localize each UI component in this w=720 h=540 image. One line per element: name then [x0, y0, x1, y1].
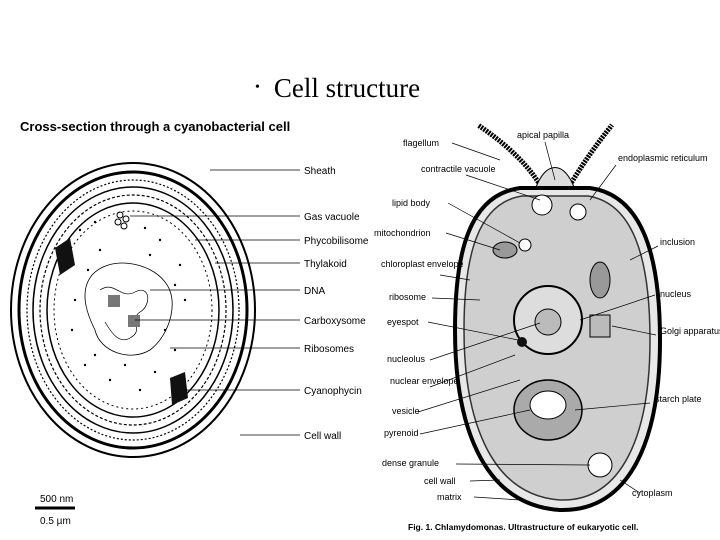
label-golgi-apparatus: Golgi apparatus: [660, 326, 720, 336]
label-carboxysome: Carboxysome: [304, 316, 366, 327]
right-leader-lines: [417, 141, 659, 501]
dense-granule: [587, 452, 613, 478]
left-figure-heading: Cross-section through a cyanobacterial c…: [20, 119, 290, 134]
label-thylakoid: Thylakoid: [304, 259, 347, 270]
label-ribosome: ribosome: [389, 292, 426, 302]
dna-region: [84, 262, 173, 356]
chlamydomonas-figure: flagellum contractile vacuole lipid body…: [374, 122, 720, 532]
label-cytoplasm: cytoplasm: [632, 488, 673, 498]
label-pyrenoid: pyrenoid: [384, 428, 419, 438]
label-apical-papilla: apical papilla: [517, 130, 569, 140]
thylakoid-layer-4: [46, 202, 220, 418]
label-cyanophycin: Cyanophycin: [304, 386, 362, 397]
ribosome-dots: [70, 220, 187, 392]
label-eyespot: eyespot: [387, 317, 419, 327]
carboxysome-2: [128, 315, 140, 327]
slide-title: Cell structure: [273, 72, 421, 103]
label-dense-granule: dense granule: [382, 458, 439, 468]
contractile-vacuole-2: [569, 203, 587, 221]
nucleolus: [534, 308, 562, 336]
label-endoplasmic-reticulum: endoplasmic reticulum: [618, 153, 708, 163]
scale-label-um: 0.5 µm: [40, 516, 71, 527]
label-starch-plate: starch plate: [655, 394, 702, 404]
label-lipid-body: lipid body: [392, 198, 431, 208]
label-nucleolus: nucleolus: [387, 354, 426, 364]
dna-strand: [99, 286, 148, 341]
gas-vacuole: [114, 211, 130, 230]
cell-wall-outline: [17, 170, 249, 450]
cyanophycin-granule-1: [55, 238, 75, 275]
label-flagellum: flagellum: [403, 138, 439, 148]
label-inclusion: inclusion: [660, 237, 695, 247]
golgi-apparatus: [589, 314, 611, 338]
label-phycobilisome: Phycobilisome: [304, 236, 369, 247]
title-bullet: •: [255, 80, 260, 95]
pyrenoid-core: [529, 390, 567, 420]
label-cell-wall: Cell wall: [304, 431, 341, 442]
thylakoid-layer-1: [26, 179, 240, 441]
label-vesicle: vesicle: [392, 406, 420, 416]
label-ribosomes: Ribosomes: [304, 344, 354, 355]
label-nucleus: nucleus: [660, 289, 692, 299]
thylakoid-layer-5: [53, 210, 213, 410]
cyanophycin-granule-2: [170, 372, 188, 405]
label-matrix: matrix: [437, 492, 462, 502]
carboxysome-1: [108, 295, 120, 307]
thylakoid-layer-2: [32, 186, 234, 434]
mitochondrion-2: [492, 241, 518, 259]
label-mitochondrion: mitochondrion: [374, 228, 431, 238]
label-chloroplast-envelope: chloroplast envelope: [381, 259, 464, 269]
sheath-outline: [10, 162, 256, 458]
flagellum-left: [476, 122, 543, 187]
figure-caption: Fig. 1. Chlamydomonas. Ultrastructure of…: [408, 522, 639, 532]
thylakoid-layer-3: [39, 194, 227, 426]
title-row: • Cell structure: [255, 70, 420, 106]
flagellum-right: [567, 123, 614, 187]
contractile-vacuole-1: [531, 194, 553, 216]
label-nuclear-envelope: nuclear envelope: [390, 376, 459, 386]
scale-label-nm: 500 nm: [40, 494, 73, 505]
mitochondrion-1: [589, 261, 611, 299]
label-dna: DNA: [304, 286, 325, 297]
label-cell-wall-right: cell wall: [424, 476, 456, 486]
eyespot: [517, 337, 527, 347]
label-contractile-vacuole: contractile vacuole: [421, 164, 496, 174]
lipid-body: [518, 238, 532, 252]
label-gas-vacuole: Gas vacuole: [304, 212, 360, 223]
label-sheath: Sheath: [304, 166, 336, 177]
left-leader-lines: [130, 169, 300, 436]
cyanobacterial-cell-figure: Cross-section through a cyanobacterial c…: [10, 119, 369, 527]
